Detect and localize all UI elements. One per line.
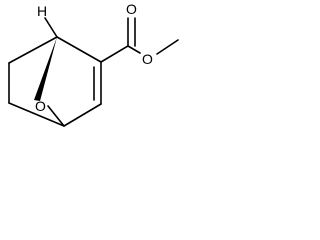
wedge-bond-c1-o — [34, 37, 57, 101]
bond-ester-o-methyl — [156, 39, 179, 55]
bond-c2-carbonyl — [100, 45, 129, 63]
ester-oxygen-label: O — [142, 51, 153, 67]
carbonyl-oxygen-label: O — [126, 1, 137, 17]
bond-c1-c6 — [8, 36, 58, 64]
hydrogen-label: H — [37, 3, 47, 19]
bridge-oxygen-label: O — [35, 98, 46, 114]
bond-carbonyl-ester-o — [127, 45, 141, 54]
chemical-structure-diagram: H O O O — [8, 1, 179, 127]
bond-c3-c4 — [63, 103, 102, 127]
bond-c1-h — [44, 17, 58, 38]
bond-c4-o — [47, 105, 65, 127]
bond-c1-c2 — [56, 36, 102, 63]
bond-c5-c4 — [8, 102, 65, 127]
